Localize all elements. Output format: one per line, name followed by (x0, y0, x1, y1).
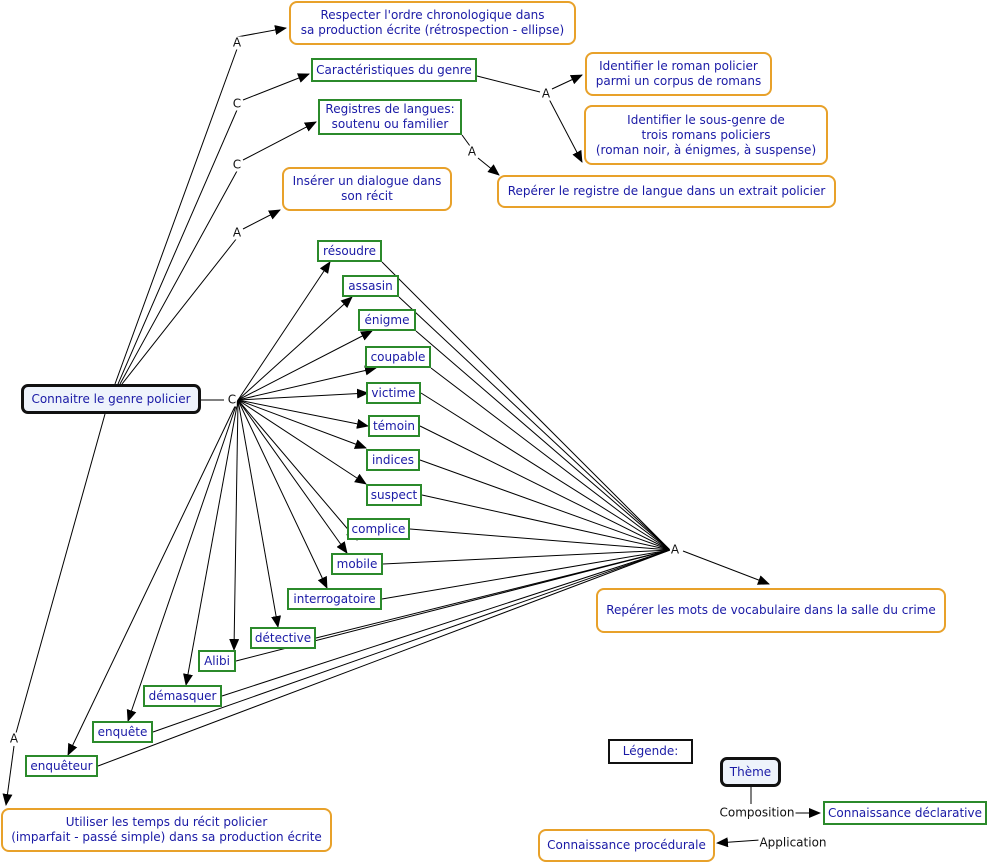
procedural-node[interactable]: Utiliser les temps du récit policier (im… (1, 808, 332, 852)
link-arrow (237, 330, 373, 401)
declarative-node[interactable]: mobile (331, 553, 383, 575)
declarative-node[interactable]: détective (250, 627, 316, 649)
link-line (221, 549, 671, 697)
link-line (152, 549, 671, 733)
link-line (381, 549, 671, 600)
link-line (409, 528, 671, 551)
legend-declarative-node: Connaissance déclarative (823, 801, 987, 825)
link-arrow (2, 745, 15, 806)
link-arrow (67, 399, 239, 756)
legend-procedural-node: Connaissance procédurale (538, 829, 715, 862)
declarative-node[interactable]: assasin (342, 275, 399, 297)
link-line (97, 549, 671, 767)
link-line (114, 48, 238, 385)
link-arrow (126, 399, 239, 722)
link-arrow (237, 399, 348, 554)
theme-node[interactable]: Connaitre le genre policier (21, 384, 201, 414)
link-arrow (716, 837, 761, 848)
declarative-node[interactable]: enquêteur (25, 755, 98, 777)
link-arrow (237, 399, 358, 541)
link-line (381, 261, 671, 551)
link-label-a3: A (540, 86, 552, 101)
link-line (420, 392, 671, 551)
legend-theme-node: Thème (720, 757, 781, 787)
link-arrow (237, 388, 369, 401)
declarative-node[interactable]: résoudre (317, 240, 382, 262)
link-line (119, 170, 238, 385)
declarative-node[interactable]: complice (347, 518, 410, 540)
declarative-node[interactable]: témoin (368, 415, 420, 437)
link-label-a4: A (466, 144, 478, 159)
link-arrow (242, 121, 317, 161)
procedural-node[interactable]: Insérer un dialogue dans son récit (282, 167, 452, 211)
link-arrow (183, 399, 239, 686)
link-line (421, 494, 671, 551)
link-arrow (551, 74, 583, 90)
link-line (430, 367, 671, 551)
procedural-node[interactable]: Respecter l'ordre chronologique dans sa … (289, 1, 576, 45)
link-arrow (237, 399, 367, 449)
declarative-node[interactable]: Caractéristiques du genre (311, 58, 477, 82)
link-line (419, 459, 671, 551)
procedural-node[interactable]: Identifier le sous-genre de trois romans… (584, 105, 828, 165)
procedural-node[interactable]: Repérer les mots de vocabulaire dans la … (596, 588, 946, 633)
link-arrow (237, 296, 353, 401)
link-line (117, 109, 238, 385)
link-arrow (242, 209, 281, 230)
link-label-a1: A (231, 35, 243, 50)
link-line (398, 296, 671, 551)
procedural-node[interactable]: Identifier le roman policier parmi un co… (585, 52, 772, 96)
declarative-node[interactable]: indices (366, 449, 420, 471)
link-label-a5: A (8, 731, 20, 746)
declarative-node[interactable]: suspect (366, 484, 422, 506)
declarative-node[interactable]: démasquer (143, 685, 222, 707)
link-line (382, 549, 671, 565)
link-arrow (682, 550, 770, 585)
link-arrow (237, 365, 377, 401)
declarative-node[interactable]: victime (366, 382, 421, 404)
declarative-node[interactable]: énigme (358, 309, 416, 331)
link-label-application: Application (758, 835, 828, 850)
declarative-node[interactable]: Registres de langues: soutenu ou familie… (318, 99, 462, 135)
link-arrow (237, 399, 282, 628)
link-label-c1: C (231, 96, 243, 111)
link-arrow (237, 261, 331, 401)
declarative-node[interactable]: interrogatoire (287, 588, 382, 610)
link-arrow (548, 98, 583, 163)
link-arrow (229, 399, 240, 651)
link-line (461, 134, 471, 147)
link-arrow (237, 399, 328, 589)
procedural-node[interactable]: Repérer le registre de langue dans un ex… (497, 175, 836, 208)
link-arrow (477, 157, 500, 176)
link-label-amain: A (669, 542, 681, 557)
link-arrow (242, 73, 310, 101)
link-arrow (237, 399, 367, 485)
link-line (415, 330, 671, 551)
link-label-composition: Composition (718, 805, 796, 820)
link-line (476, 75, 541, 93)
link-arrow (237, 399, 369, 429)
link-line (15, 413, 106, 734)
declarative-node[interactable]: enquête (92, 721, 153, 743)
declarative-node[interactable]: Alibi (198, 650, 236, 672)
link-label-c2: C (231, 157, 243, 172)
link-label-a2: A (231, 225, 243, 240)
declarative-node[interactable]: coupable (365, 346, 431, 368)
legend-title: Légende: (608, 739, 693, 764)
link-arrow (236, 25, 287, 38)
link-label-cmain: C (226, 392, 238, 407)
link-line (419, 425, 671, 551)
link-line (121, 237, 238, 385)
